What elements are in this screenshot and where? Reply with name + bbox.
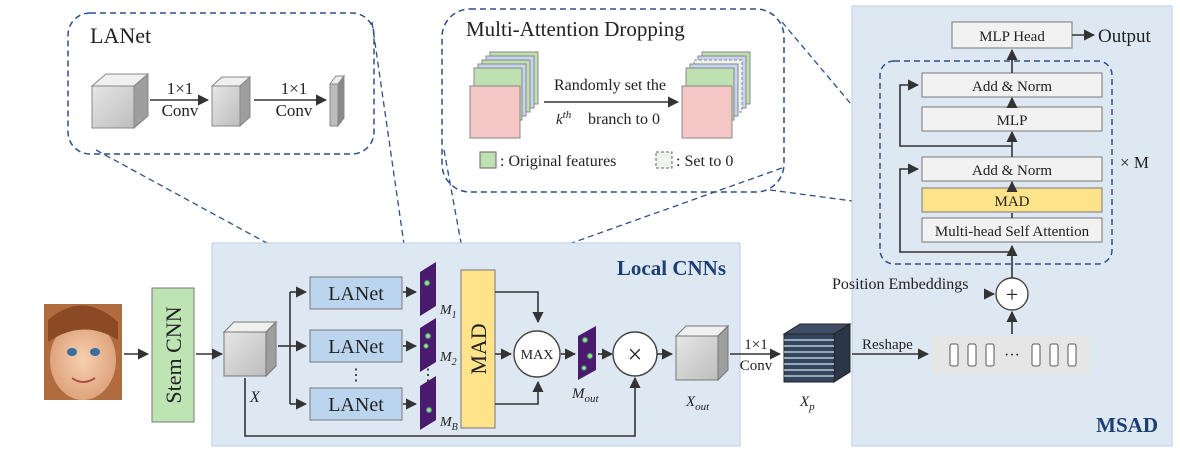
lanet-input-cube (90, 72, 150, 130)
mad-inset-title: Multi-Attention Dropping (466, 17, 685, 41)
lanet-branches: LANet LANet ⋮ LANet (309, 276, 403, 421)
xp-token-stack (782, 323, 852, 383)
lanet-conv1-bottom: Conv (162, 101, 199, 120)
x-label: X (249, 389, 261, 406)
lanet-block-3 (309, 387, 403, 421)
lanet-block-2 (309, 329, 403, 363)
mhsa-label: Multi-head Self Attention (935, 224, 1090, 240)
output-label: Output (1098, 26, 1152, 47)
mlp-label: MLP (997, 113, 1028, 129)
legend-zero-label: : Set to 0 (676, 153, 733, 170)
map-label-3: MB (439, 415, 458, 433)
branch-dots: ⋮ (348, 367, 364, 384)
lanet-conv1-top: 1×1 (167, 79, 194, 98)
lanet-to-map-arrows (403, 286, 418, 410)
max-operator (513, 330, 561, 378)
mad-inset: Multi-Attention Dropping Randomly set th… (441, 8, 785, 193)
mad-original-stack (469, 51, 539, 139)
xout-label: Xout (685, 394, 710, 413)
lanet-inset-border (67, 12, 375, 155)
map-label-1: M1 (439, 303, 457, 321)
lanet-block-1 (309, 276, 403, 310)
map-label-2: M2 (439, 350, 457, 368)
add-norm-bottom-label: Add & Norm (972, 163, 1052, 179)
residual-connections (899, 79, 1012, 253)
xout-cube (674, 324, 730, 382)
conv-top-label: 1×1 (744, 337, 767, 353)
mhsa-block (921, 217, 1103, 243)
token-dots: ··· (1004, 347, 1020, 364)
position-embeddings-label: Position Embeddings (832, 276, 968, 293)
mad-arrow-th: th (563, 109, 572, 121)
msad-title: MSAD (1096, 413, 1158, 437)
stem-cnn-block (151, 287, 195, 423)
add-norm-top-block (921, 72, 1103, 98)
xp-label: Xp (799, 394, 815, 413)
max-label: MAX (521, 348, 554, 363)
plus-symbol: + (1006, 282, 1018, 307)
mad-to-max-lines (495, 291, 544, 405)
add-norm-top-label: Add & Norm (972, 79, 1052, 95)
attention-maps: ⋮ M1 M2 MB (420, 262, 458, 433)
lanet-output-map (329, 74, 345, 128)
lanet-inset: LANet 1×1 Conv 1×1 Conv (67, 12, 375, 155)
repeat-label: × M (1120, 153, 1149, 172)
mad-arrow-bottom: branch to 0 (588, 111, 660, 128)
mad-block-label: MAD (466, 323, 491, 374)
token-sequence: ··· (932, 336, 1090, 374)
lanet-inset-title: LANet (90, 23, 151, 48)
lanet-conv2-top: 1×1 (281, 79, 308, 98)
mlp-head-label: MLP Head (979, 29, 1045, 45)
stem-cnn-label: Stem CNN (161, 306, 186, 403)
mad-block (460, 269, 496, 429)
lanet-block-3-label: LANet (328, 394, 384, 416)
branch-connectors (278, 286, 308, 410)
mlp-block (921, 106, 1103, 132)
legend-original-label: : Original features (500, 153, 616, 170)
multiply-symbol: × (628, 340, 643, 369)
reshape-label: Reshape (862, 337, 913, 353)
skip-connection (244, 376, 641, 437)
encoder-block-border (879, 60, 1113, 265)
lanet-conv2-bottom: Conv (276, 101, 313, 120)
attention-map-3 (420, 376, 436, 430)
local-cnns-title: Local CNNs (617, 256, 726, 280)
mad-arrow-k: kth (556, 109, 572, 128)
mad-inset-border (441, 8, 785, 193)
mout-map (578, 326, 596, 380)
lanet-mid-cube (210, 75, 252, 128)
legend-original-swatch (479, 151, 497, 169)
attention-map-2 (420, 318, 436, 372)
legend-zero-swatch (655, 151, 673, 169)
attention-map-1 (420, 262, 436, 316)
input-face-image (44, 304, 122, 400)
mout-label: Mout (571, 386, 600, 405)
mad-arrow-top: Randomly set the (554, 77, 666, 94)
lanet-block-1-label: LANet (328, 283, 384, 305)
lanet-block-2-label: LANet (328, 336, 384, 358)
msad-mad-block (921, 187, 1103, 213)
mad-dropped-stack (681, 51, 751, 139)
feature-x-cube (222, 320, 278, 378)
conv-bottom-label: Conv (740, 358, 773, 374)
mlp-head-block (951, 21, 1073, 49)
msad-mad-label: MAD (994, 194, 1029, 210)
